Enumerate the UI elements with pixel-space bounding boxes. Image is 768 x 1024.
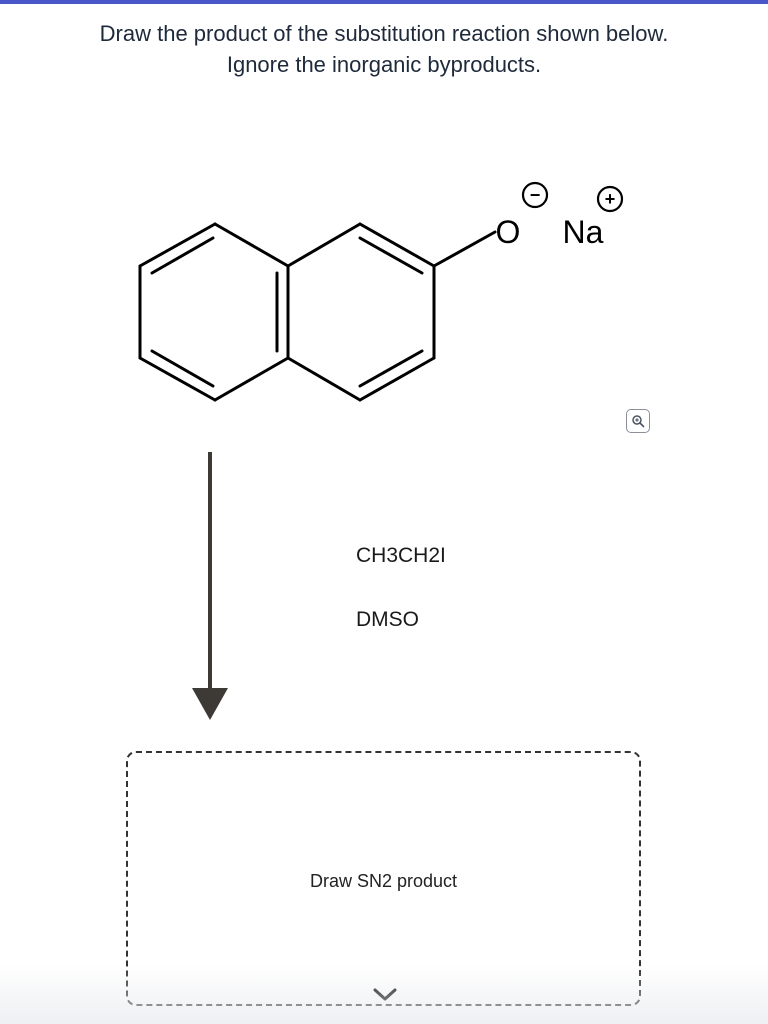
question-line-2: Ignore the inorganic byproducts. bbox=[226, 52, 542, 77]
molecule-drawing: O Na − + bbox=[138, 181, 624, 402]
oxygen-atom-label: O bbox=[496, 214, 521, 250]
draw-product-label: Draw SN2 product bbox=[309, 871, 458, 891]
sodium-naphthoxide-structure: O Na − + bbox=[120, 170, 640, 420]
positive-charge-symbol: + bbox=[605, 189, 616, 209]
top-accent-bar bbox=[0, 0, 768, 4]
sodium-atom-label: Na bbox=[563, 214, 604, 250]
negative-charge-circle bbox=[521, 181, 549, 209]
negative-charge-symbol: − bbox=[530, 185, 541, 205]
naphthalene-bonds bbox=[138, 222, 497, 402]
reagent-solvent: DMSO bbox=[356, 608, 419, 631]
question-line-1: Draw the product of the substitution rea… bbox=[99, 21, 669, 46]
draw-product-area[interactable]: Draw SN2 product bbox=[126, 751, 641, 1006]
question-prompt: Draw the product of the substitution rea… bbox=[0, 18, 768, 80]
zoom-in-icon bbox=[632, 415, 645, 428]
reagent-ethyl-iodide: CH3CH2I bbox=[356, 544, 446, 567]
chevron-down-icon[interactable] bbox=[372, 987, 398, 1003]
zoom-button[interactable] bbox=[626, 409, 650, 433]
positive-charge-circle bbox=[596, 185, 624, 213]
reaction-arrow-icon bbox=[192, 452, 228, 720]
